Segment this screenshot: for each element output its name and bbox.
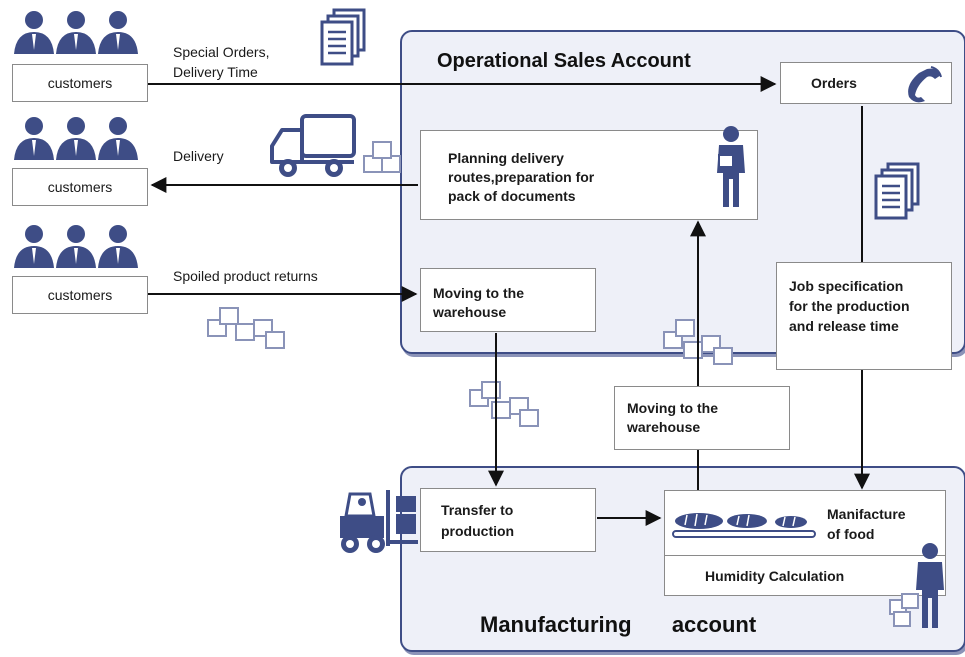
humidity-divider	[665, 555, 945, 556]
boxes-icon	[363, 141, 401, 173]
manufacturing-title-word1: Manufacturing	[480, 612, 632, 637]
bread-conveyor-icon	[672, 513, 816, 538]
customers-box-2: customers	[12, 168, 148, 206]
planning-line-3: pack of documents	[448, 188, 576, 204]
forklift-icon	[340, 490, 418, 553]
planning-delivery-box: Planning delivery routes,preparation for…	[420, 126, 758, 220]
truck-icon	[270, 114, 356, 177]
moving-mid-line-2: warehouse	[627, 419, 701, 435]
operational-sales-title: Operational Sales Account	[437, 50, 691, 72]
transfer-to-production-box: Transfer to production	[420, 488, 596, 552]
manufacturing-title: Manufacturing account	[480, 612, 756, 638]
boxes-icon	[469, 381, 539, 427]
people-group-icon	[14, 225, 138, 268]
orders-label: Orders	[811, 75, 857, 91]
manufacturing-title-word2: account	[671, 612, 757, 637]
boxes-icon	[663, 319, 733, 365]
job-spec-line-2: for the production	[789, 298, 910, 314]
worker-icon	[717, 126, 745, 207]
people-group-icon	[14, 117, 138, 160]
document-stack-icon	[874, 162, 920, 220]
moving-top-line-1: Moving to the	[433, 285, 524, 301]
returns-label: Spoiled product returns	[173, 268, 318, 284]
customers-box-1: customers	[12, 64, 148, 102]
special-orders-label-1: Special Orders,	[173, 44, 270, 60]
moving-warehouse-box-mid: Moving to the warehouse	[614, 386, 790, 450]
special-orders-label-2: Delivery Time	[173, 64, 258, 80]
customers-box-3: customers	[12, 276, 148, 314]
humidity-label: Humidity Calculation	[705, 568, 845, 584]
moving-mid-line-1: Moving to the	[627, 400, 718, 416]
document-stack-icon	[320, 8, 366, 66]
delivery-label: Delivery	[173, 148, 224, 164]
worker-icon	[889, 543, 944, 628]
manufacture-line-2: of food	[827, 526, 875, 542]
people-group-icon	[14, 11, 138, 54]
boxes-icon	[207, 307, 285, 349]
moving-top-line-2: warehouse	[433, 304, 507, 320]
job-spec-line-1: Job specification	[789, 278, 904, 294]
job-specification-box: Job specification for the production and…	[776, 262, 952, 370]
moving-warehouse-box-top: Moving to the warehouse	[420, 268, 596, 332]
planning-line-1: Planning delivery	[448, 150, 564, 166]
manufacture-line-1: Manifacture	[827, 506, 906, 522]
transfer-line-2: production	[441, 523, 515, 539]
transfer-line-1: Transfer to	[441, 502, 514, 518]
manufacture-food-box: Manifacture of food Humidity Calculation	[664, 490, 946, 596]
planning-line-2: routes,preparation for	[448, 169, 595, 185]
job-spec-line-3: and release time	[789, 318, 899, 334]
phone-icon	[908, 66, 942, 103]
orders-box: Orders	[780, 62, 952, 104]
